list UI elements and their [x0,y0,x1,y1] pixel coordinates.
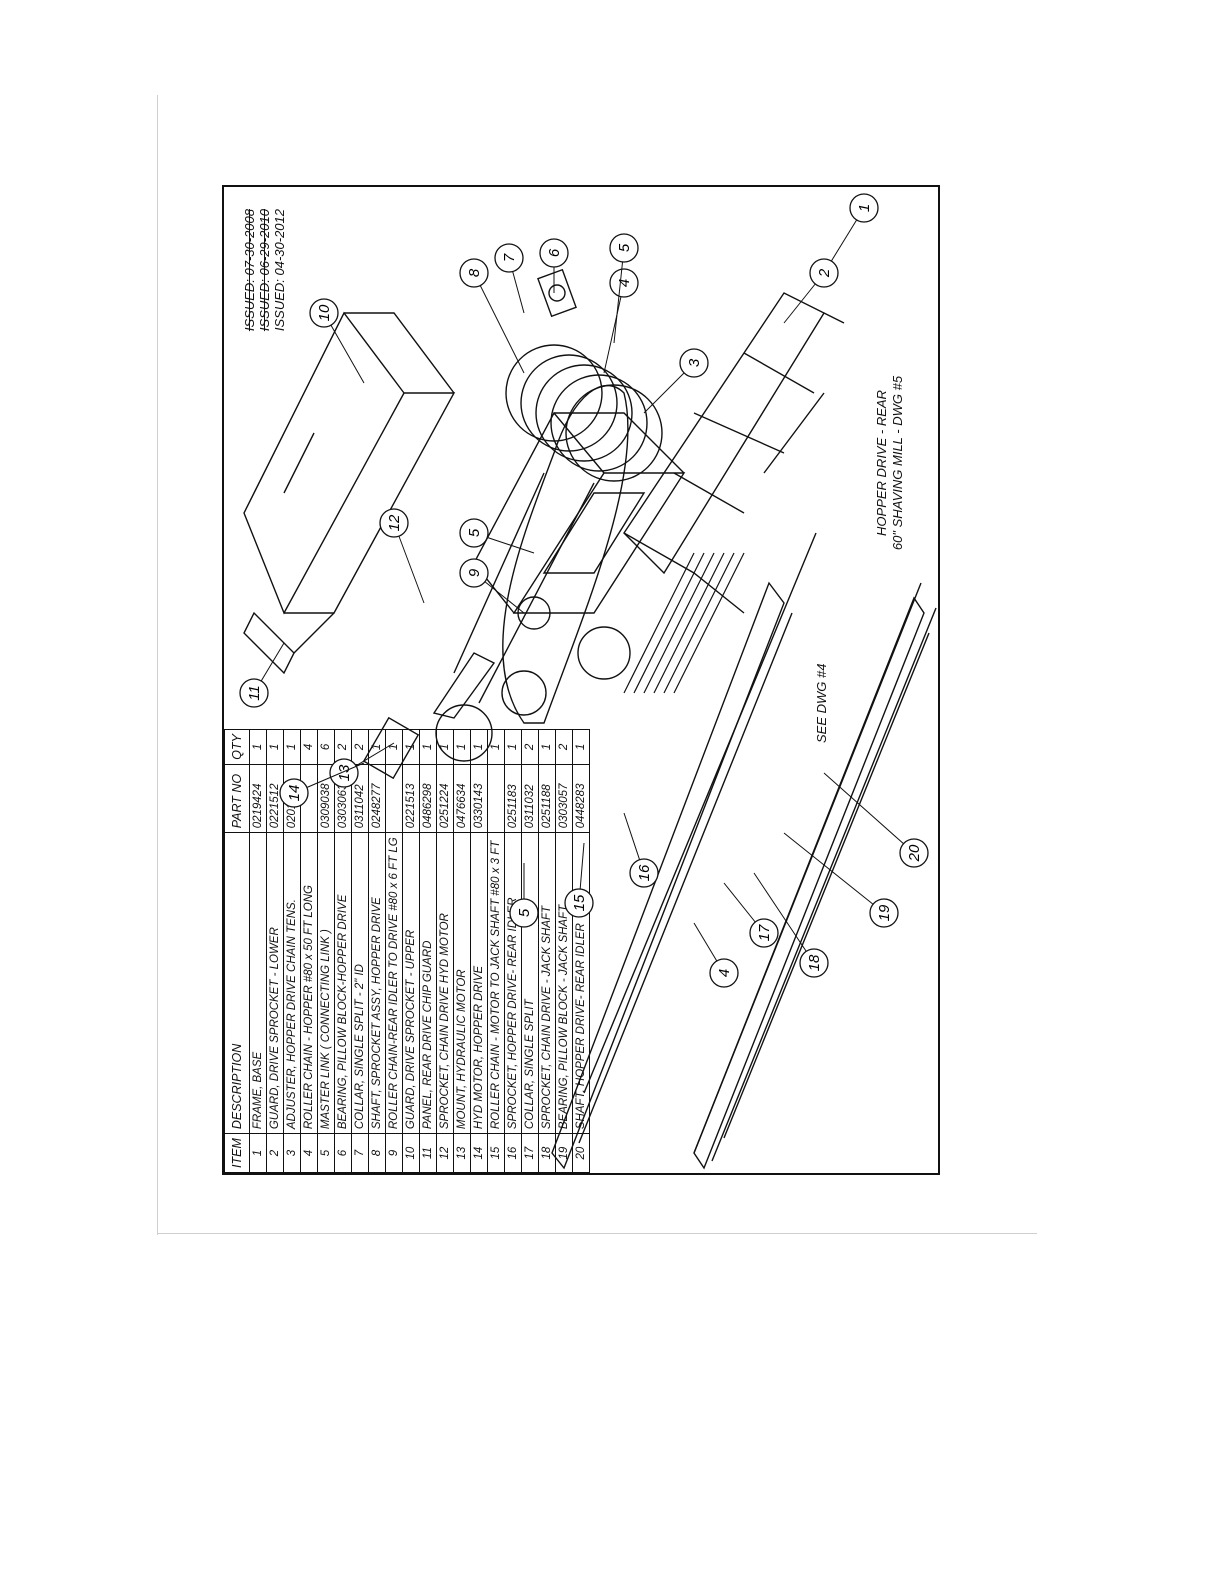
balloon-10: 10 [309,298,365,384]
balloon-label: 20 [906,844,923,862]
balloon-circle [239,678,269,708]
balloon-label: 10 [316,304,333,321]
balloon-circle [709,958,739,988]
leader-line [753,872,815,964]
upper-guard-box [243,311,456,615]
balloon-13: 13 [329,742,395,788]
balloon-circle [799,948,829,978]
balloon-11: 11 [239,642,285,708]
frame-rail-lower [693,582,937,1170]
balloon-9: 9 [459,558,525,614]
issue-date-1: ISSUED: 07-30-2008 [242,209,257,332]
balloon-14: 14 [279,762,365,808]
balloon-label: 14 [286,785,303,802]
scan-edge-left [157,95,158,1235]
title-line-1: HOPPER DRIVE - REAR [874,390,889,536]
jack-shaft-sprockets [435,596,631,762]
balloon-circle [679,348,709,378]
balloon-label: 15 [571,894,588,911]
balloon-circle [494,243,524,273]
balloon-3: 3 [643,348,709,414]
balloon-19: 19 [783,832,899,928]
balloon-label: 4 [616,279,633,287]
balloon-circle [379,508,409,538]
balloon-circle [309,298,339,328]
scan-edge-bottom [157,1233,1037,1234]
balloon-circle [459,518,489,548]
balloon-label: 7 [501,253,518,262]
title-block: HOPPER DRIVE - REAR 60" SHAVING MILL - D… [874,313,906,613]
balloon-circle [564,888,594,918]
balloon-label: 5 [616,243,633,252]
balloon-circle [509,898,539,928]
balloon-circle [329,758,359,788]
balloon-4: 4 [693,922,739,988]
balloon-label: 18 [806,954,823,971]
leader-line [783,832,885,914]
balloon-17: 17 [723,882,779,948]
balloon-5: 5 [509,863,539,928]
issue-dates: ISSUED: 07-30-2008 ISSUED: 06-29-2010 IS… [242,209,287,331]
balloon-5: 5 [459,518,535,554]
balloon-20: 20 [823,772,929,868]
title-line-2: 60" SHAVING MILL - DWG #5 [890,375,905,551]
balloon-6: 6 [539,238,569,293]
balloon-7: 7 [494,243,525,314]
balloon-circle [279,778,309,808]
balloon-2: 2 [783,258,839,324]
chain-tensioner-box [473,411,686,614]
balloon-circle [899,838,929,868]
balloon-label: 5 [466,528,483,537]
hydraulic-motor [362,652,496,780]
balloon-circle [849,193,879,223]
chip-guard-panel [243,611,335,675]
balloon-12: 12 [379,508,425,604]
balloon-circle [539,238,569,268]
balloon-4: 4 [603,268,639,374]
balloon-label: 5 [516,908,533,917]
balloon-circle [459,258,489,288]
balloon-circle [809,258,839,288]
balloon-label: 12 [386,514,403,531]
balloon-label: 4 [716,969,733,977]
balloon-18: 18 [753,872,829,978]
balloon-8: 8 [459,258,525,374]
balloon-label: 3 [686,358,703,367]
balloon-label: 19 [876,904,893,921]
balloon-label: 11 [246,685,263,701]
balloon-label: 16 [636,864,653,881]
frame-rail-upper [551,532,817,1170]
issue-date-3: ISSUED: 04-30-2012 [272,209,287,332]
leader-line [473,272,525,374]
balloon-label: 9 [466,568,483,577]
balloon-circle [629,858,659,888]
balloon-label: 2 [816,268,833,278]
balloon-15: 15 [564,842,594,918]
balloon-circle [459,558,489,588]
balloon-circle [609,268,639,298]
leader-line [823,772,915,854]
balloon-5: 5 [609,233,639,344]
balloon-label: 6 [546,248,563,257]
pillow-block-bearing [537,268,577,318]
see-dwg-note: SEE DWG #4 [814,663,829,743]
hopper-chain-bundle [623,552,745,694]
balloon-label: 13 [336,764,353,781]
sprocket-stack [505,344,663,482]
balloon-label: 17 [756,924,773,941]
balloon-16: 16 [623,812,659,888]
balloon-label: 8 [466,268,483,277]
balloon-label: 1 [856,204,873,212]
issue-date-2: ISSUED: 06-29-2010 [257,209,272,332]
balloon-circle [749,918,779,948]
leader-line [613,247,625,344]
balloon-circle [609,233,639,263]
balloon-circle [869,898,899,928]
leader-line [603,282,625,374]
